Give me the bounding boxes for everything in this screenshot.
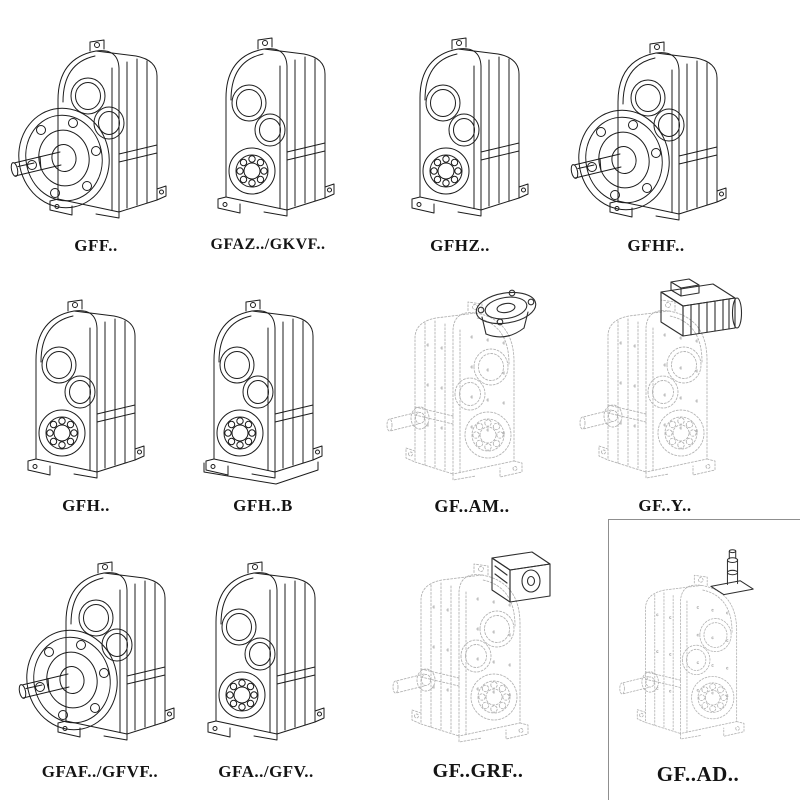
model-label-gf-am: GF..AM..	[434, 496, 510, 516]
gearbox-drawing-gf-am	[386, 287, 539, 481]
model-label-gfaf-gfvf: GFAF../GFVF..	[41, 762, 159, 781]
model-label-gfhz: GFHZ..	[430, 236, 490, 255]
model-label-gfh: GFH..	[62, 496, 110, 515]
gearbox-drawing-gf-y	[579, 278, 743, 479]
model-label-gfhf: GFHF..	[627, 236, 685, 255]
gearbox-drawing-gf-grf	[392, 551, 551, 743]
gearbox-drawing-gfa-gfv	[207, 561, 325, 741]
gearbox-drawing-gfh	[27, 299, 145, 479]
model-label-gfa-gfv: GFA../GFV..	[218, 762, 314, 781]
base-plate	[203, 461, 319, 485]
gearbox-drawing-gfhf	[569, 41, 727, 221]
model-label-gfh-b: GFH..B	[233, 496, 293, 515]
gearbox-drawing-gfh-b	[203, 299, 323, 485]
model-label-gfaz-gkvf: GFAZ../GKVF..	[210, 236, 326, 253]
model-label-gf-ad: GF..AD..	[656, 762, 740, 786]
gearbox-drawing-gfaz-gkvf	[217, 37, 335, 217]
catalog-cell-frame	[608, 519, 800, 800]
model-label-gff: GFF..	[74, 236, 118, 255]
gearbox-drawing-gff	[9, 39, 167, 219]
model-label-gf-y: GF..Y..	[638, 496, 692, 515]
model-label-gf-grf: GF..GRF..	[432, 760, 524, 782]
gearbox-drawing-gfhz	[411, 37, 529, 217]
gearbox-drawing-gfaf-gfvf	[17, 561, 175, 741]
